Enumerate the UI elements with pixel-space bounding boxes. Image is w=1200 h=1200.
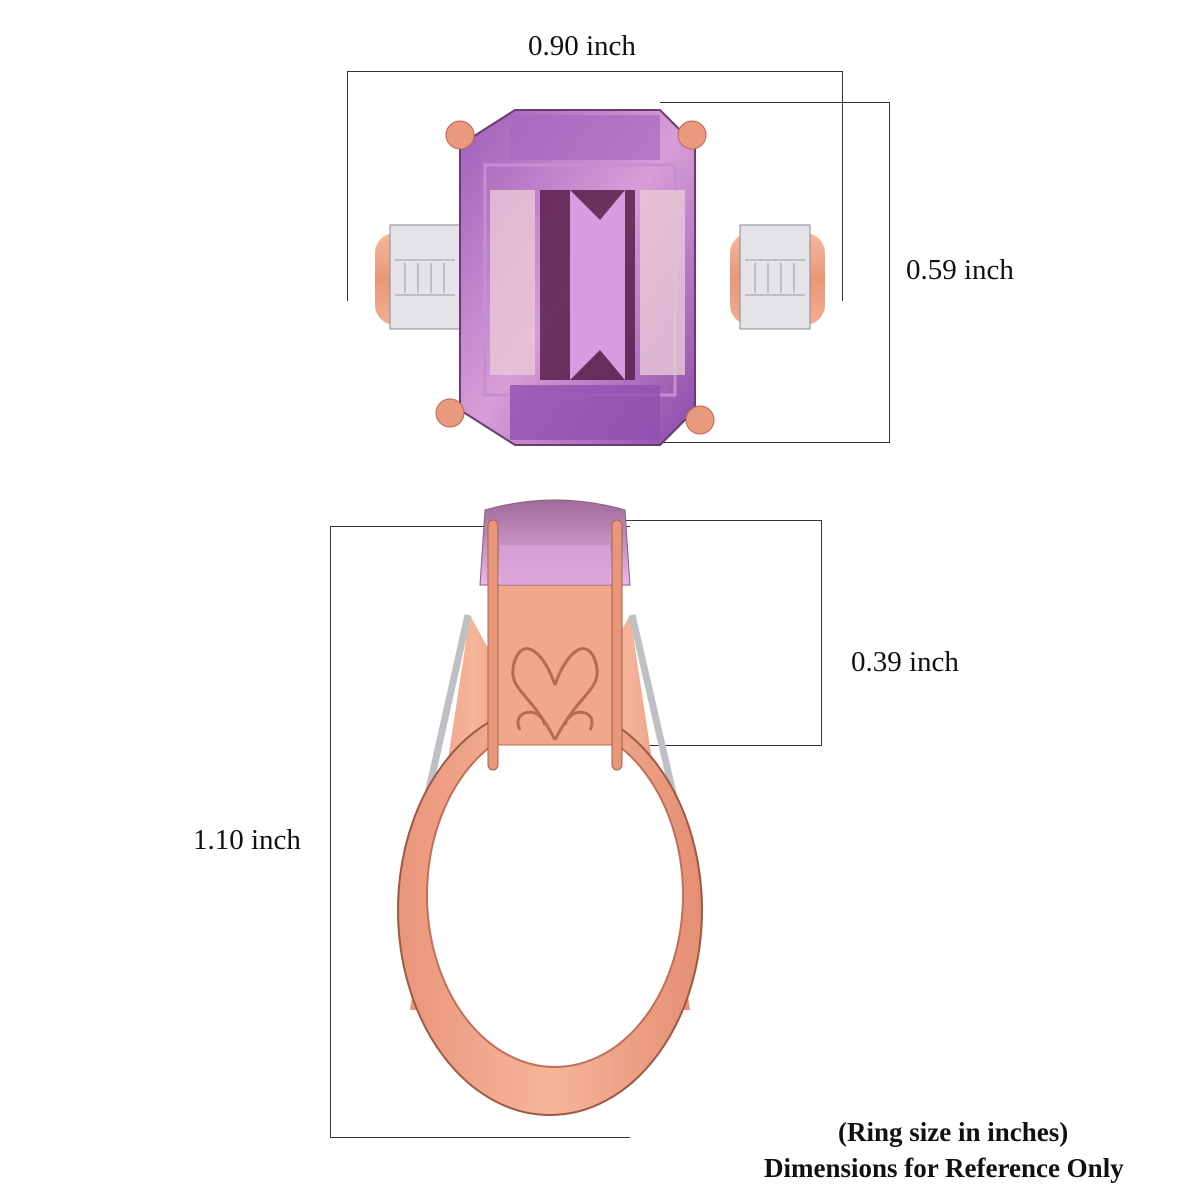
head-height-label: 0.39 inch (851, 646, 959, 678)
width-label: 0.90 inch (528, 30, 636, 62)
ring-side-view-image (397, 499, 704, 1116)
width-dimension-bracket (347, 71, 843, 301)
total-height-label: 1.10 inch (193, 824, 301, 856)
total-height-dimension-bracket (330, 526, 630, 1138)
caption-reference-note: Dimensions for Reference Only (764, 1153, 1124, 1183)
height-label: 0.59 inch (906, 254, 1014, 286)
head-height-dimension-bracket (600, 520, 822, 746)
caption-ring-size: (Ring size in inches) (838, 1117, 1069, 1147)
ring-top-view-image (375, 109, 825, 446)
height-dimension-bracket (660, 102, 890, 443)
